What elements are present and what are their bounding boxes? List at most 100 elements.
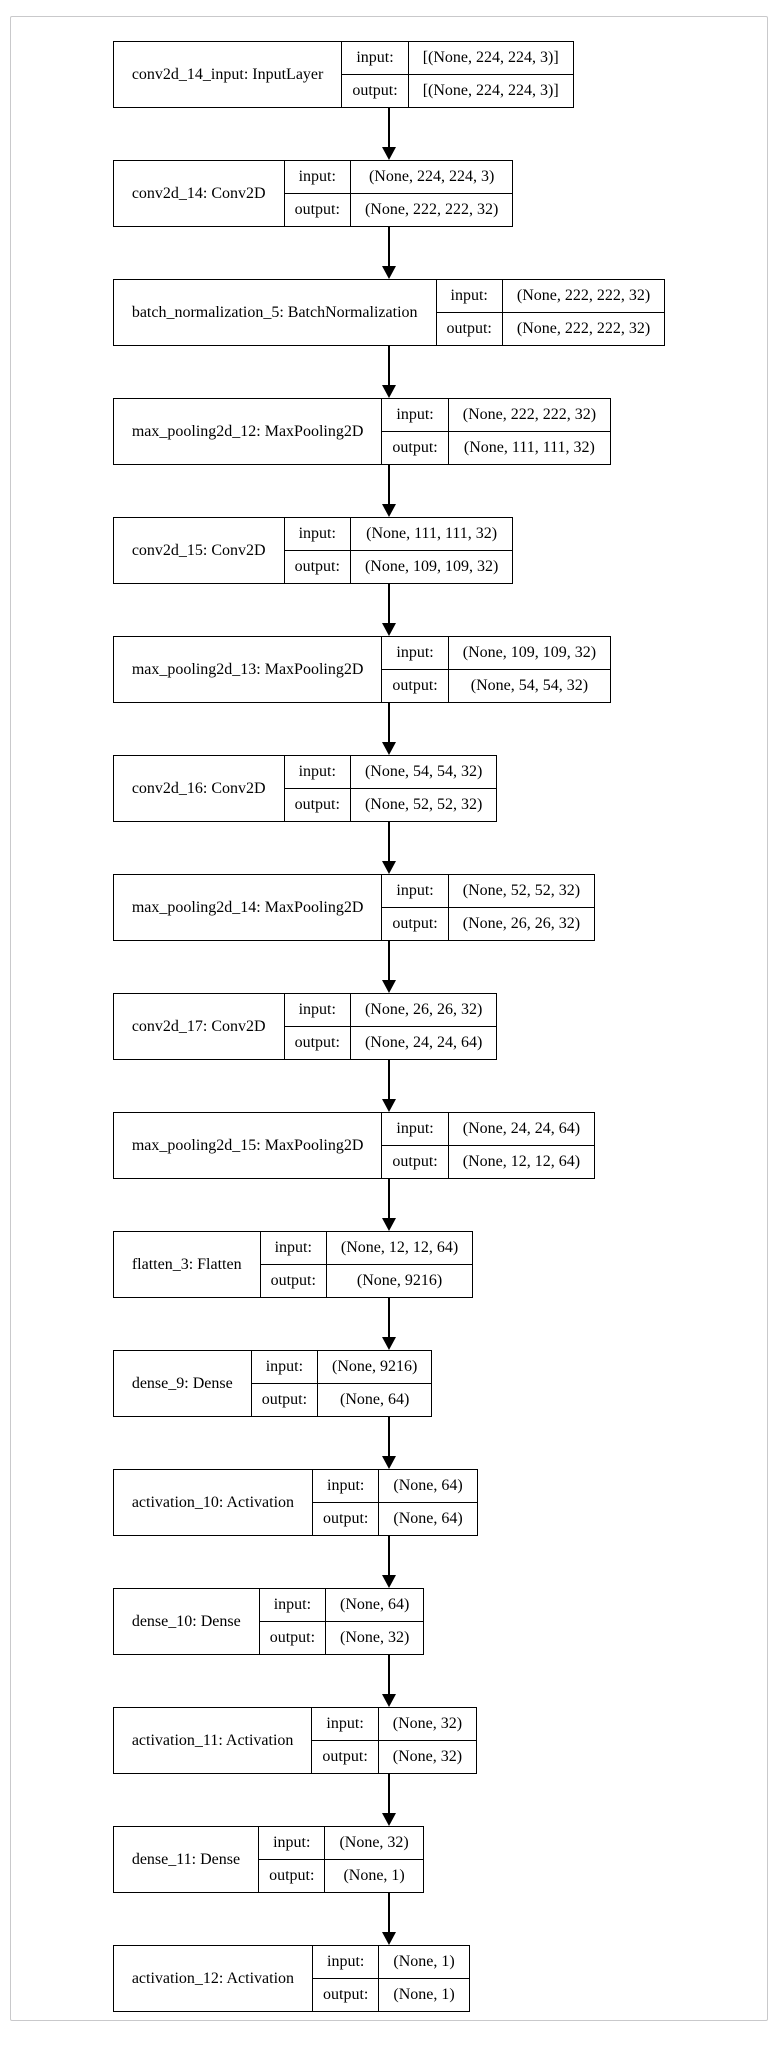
input-row-label: input:: [341, 41, 409, 75]
arrow-line: [388, 227, 390, 267]
arrow-line: [388, 346, 390, 386]
arrow-line: [388, 1298, 390, 1338]
output-shape: (None, 111, 111, 32): [447, 431, 612, 465]
arrow-head: [382, 504, 396, 517]
layer-name: dense_9: Dense: [112, 1350, 252, 1417]
output-row-label: output:: [259, 1264, 327, 1298]
layer-node: max_pooling2d_13: MaxPooling2D input: (N…: [112, 636, 612, 703]
arrow-line: [388, 822, 390, 862]
output-row-label: output:: [258, 1621, 327, 1655]
arrow-line: [388, 1417, 390, 1457]
input-shape: (None, 222, 222, 32): [501, 279, 666, 313]
layer-node: flatten_3: Flatten input: (None, 12, 12,…: [112, 1231, 474, 1298]
arrow-head: [382, 385, 396, 398]
layer-node: conv2d_16: Conv2D input: (None, 54, 54, …: [112, 755, 498, 822]
arrow-head: [382, 980, 396, 993]
layer-name: conv2d_16: Conv2D: [112, 755, 285, 822]
input-shape: (None, 224, 224, 3): [349, 160, 514, 194]
output-row-label: output:: [283, 193, 351, 227]
output-shape: (None, 109, 109, 32): [349, 550, 514, 584]
input-row-label: input:: [283, 755, 351, 789]
output-shape: (None, 26, 26, 32): [447, 907, 596, 941]
layer-node: dense_10: Dense input: (None, 64) output…: [112, 1588, 425, 1655]
layer-node: activation_10: Activation input: (None, …: [112, 1469, 478, 1536]
arrow-head: [382, 1575, 396, 1588]
layer-name: conv2d_15: Conv2D: [112, 517, 285, 584]
output-shape: (None, 32): [325, 1621, 425, 1655]
output-row-label: output:: [381, 431, 449, 465]
layer-name: max_pooling2d_15: MaxPooling2D: [112, 1112, 383, 1179]
arrow-line: [388, 108, 390, 148]
flow-arrow-icon: [113, 822, 665, 874]
input-shape: (None, 26, 26, 32): [349, 993, 498, 1027]
layer-name: batch_normalization_5: BatchNormalizatio…: [112, 279, 437, 346]
input-row-label: input:: [250, 1350, 319, 1384]
input-row-label: input:: [258, 1826, 326, 1860]
input-shape: (None, 32): [377, 1707, 478, 1741]
layer-name: dense_11: Dense: [112, 1826, 260, 1893]
arrow-head: [382, 861, 396, 874]
arrow-head: [382, 1099, 396, 1112]
input-shape: [(None, 224, 224, 3)]: [407, 41, 574, 75]
flow-arrow-icon: [113, 1179, 665, 1231]
flow-arrow-icon: [113, 1417, 665, 1469]
input-shape: (None, 52, 52, 32): [447, 874, 596, 908]
flow-arrow-icon: [113, 703, 665, 755]
flow-arrow-icon: [113, 346, 665, 398]
layer-name: conv2d_17: Conv2D: [112, 993, 285, 1060]
input-row-label: input:: [381, 874, 449, 908]
arrow-line: [388, 1179, 390, 1219]
output-row-label: output:: [381, 1145, 449, 1179]
arrow-line: [388, 1060, 390, 1100]
output-shape: (None, 54, 54, 32): [447, 669, 612, 703]
output-row-label: output:: [312, 1978, 380, 2012]
output-row-label: output:: [258, 1859, 326, 1893]
arrow-head: [382, 1813, 396, 1826]
layer-node: dense_9: Dense input: (None, 9216) outpu…: [112, 1350, 433, 1417]
input-row-label: input:: [283, 160, 351, 194]
output-row-label: output:: [283, 788, 351, 822]
arrow-head: [382, 266, 396, 279]
input-row-label: input:: [283, 993, 351, 1027]
layer-name: conv2d_14_input: InputLayer: [112, 41, 343, 108]
output-row-label: output:: [341, 74, 409, 108]
output-shape: (None, 1): [324, 1859, 424, 1893]
flow-arrow-icon: [113, 1536, 665, 1588]
output-shape: (None, 52, 52, 32): [349, 788, 498, 822]
arrow-head: [382, 1694, 396, 1707]
flow-arrow-icon: [113, 1655, 665, 1707]
layer-node: conv2d_14_input: InputLayer input: [(Non…: [112, 41, 574, 108]
output-row-label: output:: [381, 907, 449, 941]
output-shape: (None, 9216): [325, 1264, 474, 1298]
input-row-label: input:: [311, 1707, 379, 1741]
layer-node: conv2d_14: Conv2D input: (None, 224, 224…: [112, 160, 514, 227]
arrow-line: [388, 1655, 390, 1695]
output-shape: (None, 1): [378, 1978, 470, 2012]
output-row-label: output:: [435, 312, 503, 346]
output-shape: (None, 222, 222, 32): [349, 193, 514, 227]
arrow-head: [382, 1932, 396, 1945]
input-shape: (None, 222, 222, 32): [447, 398, 612, 432]
layer-node: conv2d_17: Conv2D input: (None, 26, 26, …: [112, 993, 498, 1060]
layer-node: max_pooling2d_12: MaxPooling2D input: (N…: [112, 398, 612, 465]
layer-name: flatten_3: Flatten: [112, 1231, 261, 1298]
layer-node: conv2d_15: Conv2D input: (None, 111, 111…: [112, 517, 514, 584]
output-shape: (None, 64): [378, 1502, 478, 1536]
layer-name: activation_12: Activation: [112, 1945, 314, 2012]
flow-arrow-icon: [113, 1774, 665, 1826]
arrow-line: [388, 1774, 390, 1814]
input-shape: (None, 64): [378, 1469, 478, 1503]
output-shape: (None, 12, 12, 64): [447, 1145, 596, 1179]
input-shape: (None, 54, 54, 32): [349, 755, 498, 789]
output-row-label: output:: [283, 1026, 351, 1060]
output-shape: (None, 32): [377, 1740, 478, 1774]
layer-name: activation_11: Activation: [112, 1707, 313, 1774]
layer-name: dense_10: Dense: [112, 1588, 260, 1655]
output-row-label: output:: [250, 1383, 319, 1417]
output-row-label: output:: [283, 550, 351, 584]
layer-node: batch_normalization_5: BatchNormalizatio…: [112, 279, 666, 346]
input-shape: (None, 109, 109, 32): [447, 636, 612, 670]
model-architecture-diagram: conv2d_14_input: InputLayer input: [(Non…: [112, 41, 666, 2012]
output-row-label: output:: [381, 669, 449, 703]
